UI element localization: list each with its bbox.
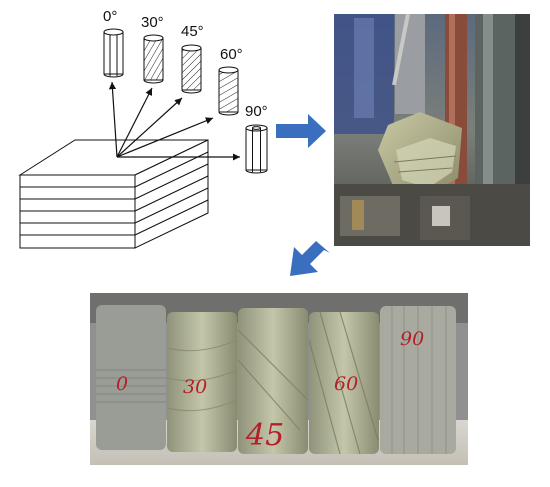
specimen-30: [166, 312, 238, 452]
flow-arrow-down-left: [290, 241, 330, 276]
specimen-label-0: 0: [116, 373, 128, 395]
sampling-direction-arrows: [108, 81, 240, 161]
specimen-90: [380, 306, 456, 454]
specimen-label-90: 90: [400, 328, 424, 350]
core-cylinder-45: [181, 44, 202, 94]
specimen-label-30: 30: [183, 376, 207, 398]
core-cylinder-60: [218, 66, 239, 116]
core-specimens-photo: 0 30 45 60 90: [90, 293, 468, 465]
core-cylinder-30: [143, 34, 164, 84]
layered-rock-block: [18, 139, 209, 249]
specimen-60: [308, 311, 379, 455]
specimen-label-60: 60: [334, 373, 358, 395]
coring-machine-photo: [334, 14, 530, 246]
angle-label-45: 45°: [181, 23, 204, 40]
core-cylinder-90: [245, 124, 268, 174]
specimen-label-45: 45: [245, 418, 284, 453]
angle-label-0: 0°: [103, 8, 117, 25]
angle-label-30: 30°: [141, 14, 164, 31]
angle-label-60: 60°: [220, 46, 243, 63]
core-cylinder-0: [103, 28, 124, 78]
flow-arrow-right: [276, 114, 326, 148]
angle-label-90: 90°: [245, 103, 268, 120]
rock-bedding-layers: [20, 151, 209, 236]
specimen-0: [96, 305, 166, 450]
specimen-45: [237, 308, 309, 454]
